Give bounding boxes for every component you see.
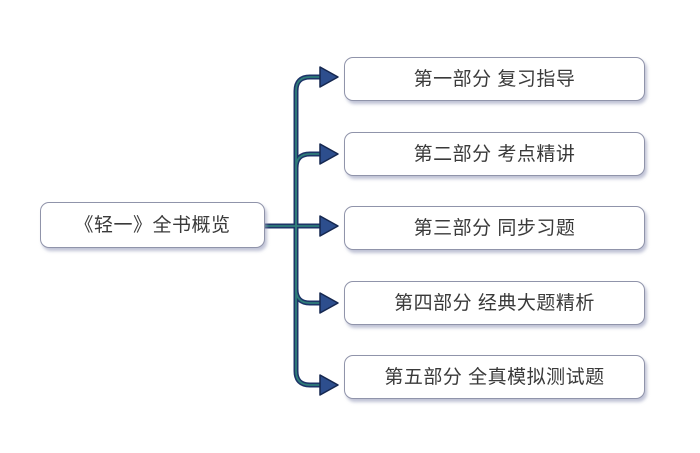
- connector-path-branch-4: [293, 226, 322, 306]
- arrowhead-icon-1: [319, 66, 339, 88]
- branch-node-label: 第三部分 同步习题: [413, 217, 576, 239]
- branch-node-label: 第一部分 复习指导: [413, 68, 576, 90]
- branch-node-part-5: 第五部分 全真模拟测试题: [344, 355, 645, 399]
- connector-outer-strokes: [264, 74, 322, 388]
- connector-core-branch-2: [295, 153, 322, 226]
- branch-node-part-1: 第一部分 复习指导: [344, 57, 645, 101]
- connector-core-strokes: [264, 76, 322, 386]
- root-node-label: 《轻一》全书概览: [74, 214, 231, 236]
- branch-node-label: 第二部分 考点精讲: [413, 143, 576, 165]
- branch-node-part-2: 第二部分 考点精讲: [344, 132, 645, 176]
- arrowhead-icon-3: [319, 215, 339, 237]
- branch-node-label: 第五部分 全真模拟测试题: [384, 366, 605, 388]
- root-node: 《轻一》全书概览: [40, 202, 265, 248]
- connector-core-branch-4: [295, 226, 322, 304]
- branch-node-part-3: 第三部分 同步习题: [344, 206, 645, 250]
- branch-node-part-4: 第四部分 经典大题精析: [344, 281, 645, 325]
- connector-core-branch-5: [295, 226, 322, 386]
- arrowhead-icon-2: [319, 143, 339, 165]
- branch-node-label: 第四部分 经典大题精析: [394, 292, 595, 314]
- connector-core-branch-1: [295, 76, 322, 226]
- arrowhead-icon-5: [319, 374, 339, 396]
- arrowhead-icon-4: [319, 292, 339, 314]
- connector-path-branch-2: [293, 151, 322, 226]
- arrowheads: [319, 66, 339, 396]
